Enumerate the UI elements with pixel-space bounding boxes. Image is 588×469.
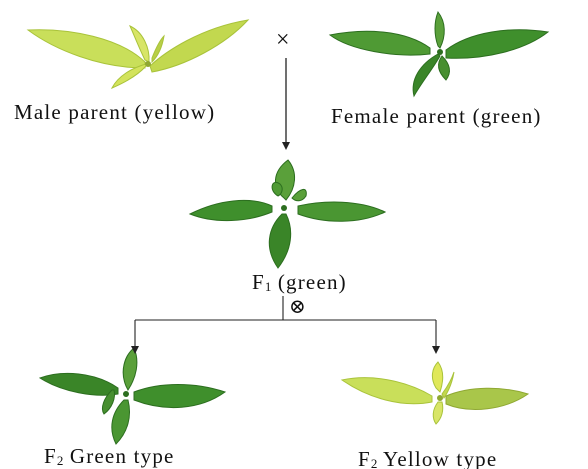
male-parent-label: Male parent (yellow) [14,102,215,123]
f1-prefix: F [252,270,265,294]
f1-text: (green) [271,270,346,294]
female-parent-label: Female parent (green) [331,106,542,127]
f2-yellow-text: Yellow type [377,447,497,469]
f2-yellow-prefix: F [358,447,371,469]
f1-plant [190,160,385,268]
f2-yellow-label: F2 Yellow type [358,449,497,469]
selfing-symbol: ⊗ [289,297,306,317]
female-parent-plant [330,12,548,96]
f1-label: F1 (green) [252,272,347,293]
cross-symbol: × [276,28,290,52]
f2-green-label: F2 Green type [44,446,175,467]
f2-yellow-plant [342,362,528,424]
f2-green-plant [40,348,225,444]
male-parent-plant [28,20,248,88]
f2-green-prefix: F [44,444,57,468]
f2-green-text: Green type [63,444,174,468]
